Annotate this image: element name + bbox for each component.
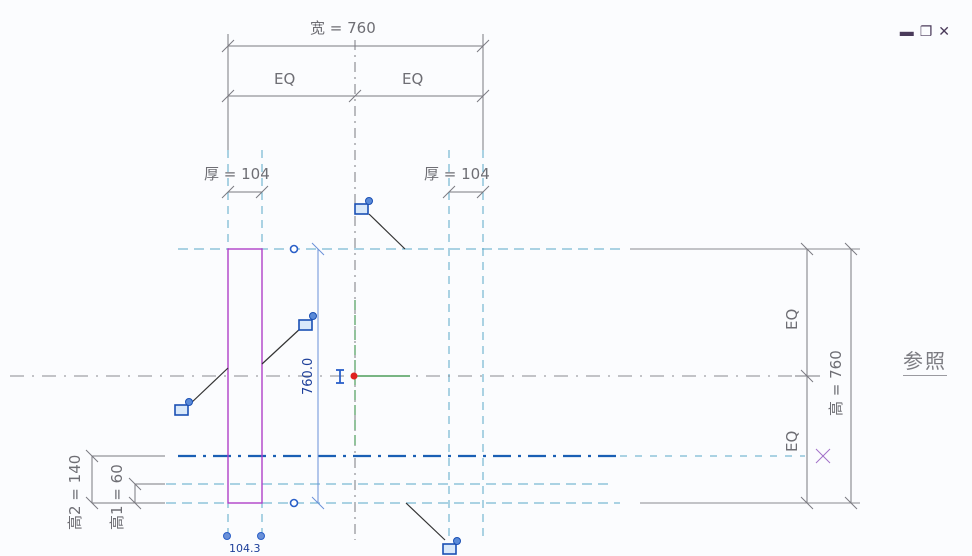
window-controls: ▬ ❐ ✕: [900, 24, 950, 38]
thickness-dimensions[interactable]: [221, 185, 490, 199]
thickness-left-label[interactable]: 厚 = 104: [204, 165, 270, 183]
minimize-button[interactable]: ▬: [899, 23, 914, 39]
wall-element[interactable]: [227, 248, 263, 504]
reference-end-marker: [815, 448, 831, 464]
height2-dimension[interactable]: [85, 449, 165, 510]
temp-dimension-bottom-value[interactable]: 104.3: [229, 542, 261, 555]
width-eq-right-label[interactable]: EQ: [402, 70, 423, 88]
temp-dim-grip-right[interactable]: [257, 532, 265, 540]
width-dimension[interactable]: [221, 34, 490, 150]
flag-icon-top: [354, 197, 373, 215]
origin-point: [350, 372, 358, 380]
property-flag-icons[interactable]: [174, 197, 461, 555]
flag-icon-wall-left: [174, 398, 193, 416]
height1-dimension[interactable]: [128, 477, 165, 510]
close-button[interactable]: ✕: [938, 23, 950, 39]
temp-dim-grip-left[interactable]: [223, 532, 231, 540]
height2-label[interactable]: 高2 = 140: [66, 455, 84, 530]
height1-label[interactable]: 高1 = 60: [108, 464, 126, 530]
height-total-label[interactable]: 高 = 760: [827, 350, 845, 416]
leader-lines: [189, 213, 446, 541]
width-eq-left-label[interactable]: EQ: [274, 70, 295, 88]
restore-button[interactable]: ❐: [919, 23, 933, 39]
i-beam-cursor-icon: [336, 369, 344, 384]
reference-plane-label[interactable]: 参照: [903, 345, 947, 376]
flag-icon-wall-right: [298, 312, 317, 331]
temp-dim-tick-bottom: [311, 496, 325, 510]
temp-dimension-vertical-value[interactable]: 760.0: [301, 358, 316, 395]
temp-dim-tick-top: [311, 242, 325, 256]
flag-icon-bottom: [442, 537, 461, 555]
height-dimension[interactable]: [795, 242, 858, 510]
thickness-right-label[interactable]: 厚 = 104: [424, 165, 490, 183]
height-eq-top-label[interactable]: EQ: [783, 309, 801, 330]
drag-grip-bottom[interactable]: [289, 498, 299, 508]
height-eq-bottom-label[interactable]: EQ: [783, 431, 801, 452]
drag-grip-top[interactable]: [289, 244, 299, 254]
width-total-label[interactable]: 宽 = 760: [310, 19, 376, 37]
